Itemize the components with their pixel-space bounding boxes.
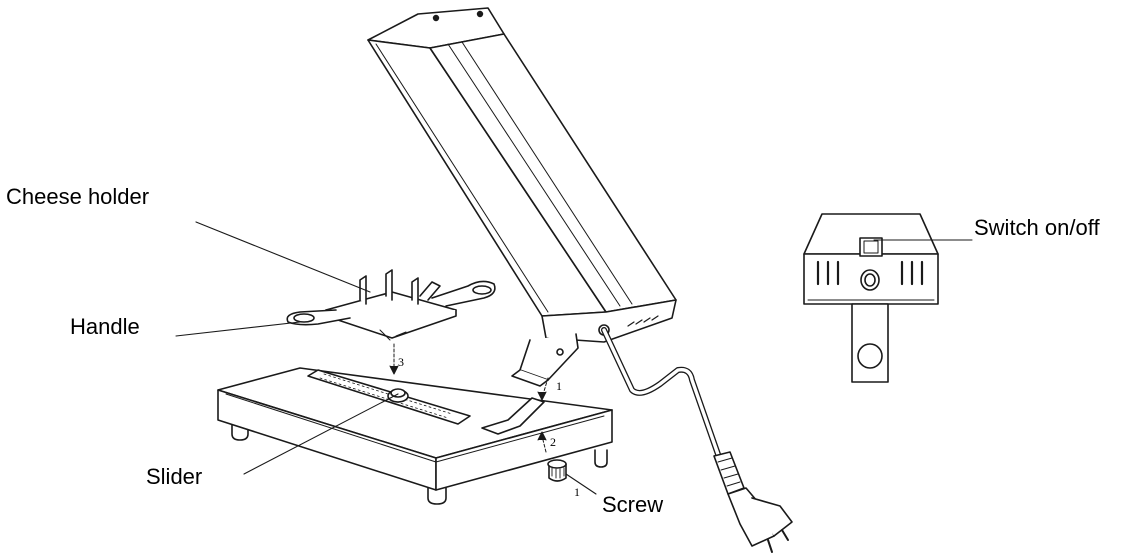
housing-mount-bracket: [519, 333, 579, 381]
base-side-face: [435, 409, 613, 491]
leader-handle: [175, 321, 301, 337]
adjustment-screw: [547, 459, 567, 482]
housing-screw-1: [432, 14, 440, 22]
plug-pins: [767, 529, 789, 553]
label-screw: Screw: [602, 492, 664, 517]
step-number-holder: 3: [398, 355, 404, 369]
base-bracket: [481, 397, 545, 435]
heater-housing: [367, 7, 677, 387]
housing-vents: [627, 315, 659, 327]
base-foot-right: [594, 449, 608, 468]
label-cheese-holder: Cheese holder: [6, 184, 150, 209]
assembly-arrows: [389, 343, 549, 453]
label-handle: Handle: [70, 314, 140, 339]
housing-screw-2: [476, 10, 484, 18]
holder-prong-center: [385, 269, 393, 301]
step-number-bracket: 1: [556, 379, 562, 393]
leader-lines: [175, 221, 973, 495]
leader-slider: [243, 393, 399, 475]
switch-mount-leg: [851, 303, 889, 383]
switch-vents-right: [900, 260, 924, 286]
switch-mount-hole: [857, 343, 883, 369]
cheese-holder: [286, 269, 496, 341]
label-switch: Switch on/off: [974, 215, 1100, 240]
label-slider: Slider: [146, 464, 203, 489]
switch-vents-left: [816, 260, 840, 286]
housing-seam-lines: [375, 41, 633, 313]
step-number-screw-hole: 2: [550, 435, 556, 449]
cord-strain-relief: [713, 451, 745, 495]
power-cord: [601, 327, 793, 553]
arrow-screw-hole: [541, 435, 547, 453]
switch-detail: [803, 213, 939, 383]
base-rim-line: [225, 393, 605, 463]
step-number-screw: 1: [574, 485, 580, 499]
leader-screw: [565, 473, 597, 495]
holder-prong-right: [411, 277, 419, 305]
leader-cheese-holder: [195, 221, 371, 293]
base-plate: [217, 367, 613, 505]
cord-cable: [601, 327, 723, 463]
